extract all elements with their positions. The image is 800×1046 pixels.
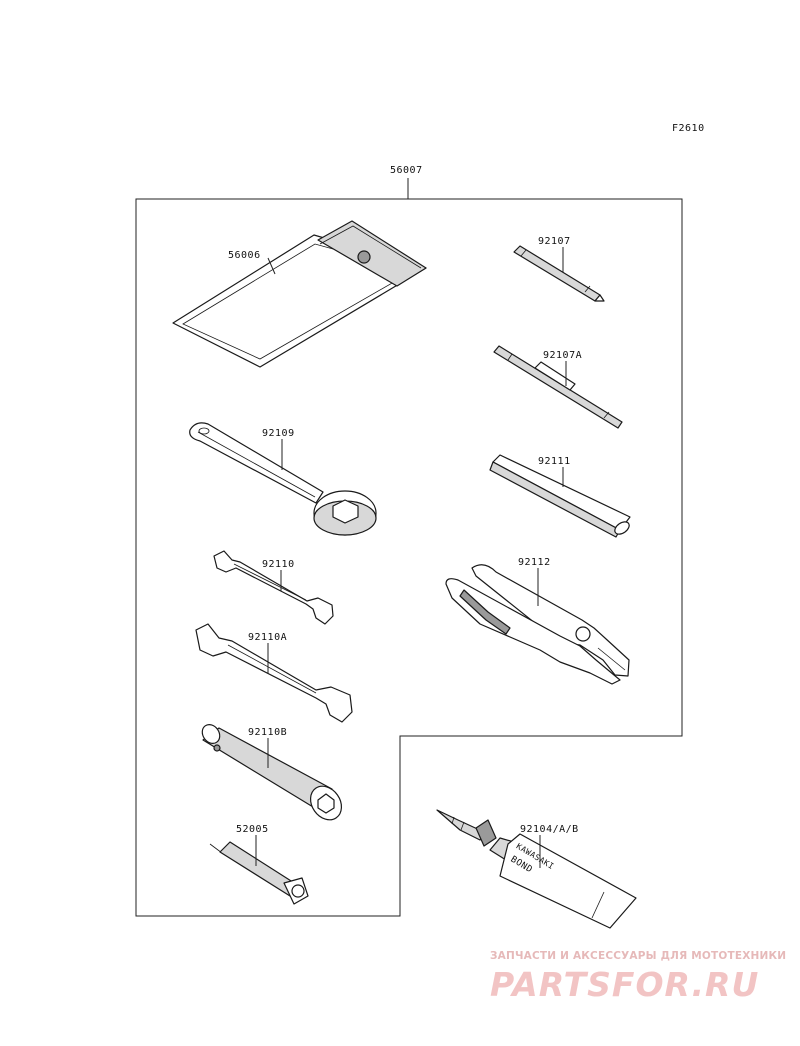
kit-boundary [135, 198, 683, 917]
label-wrench-a: 92110A [248, 632, 287, 643]
figure-code: F2610 [672, 123, 705, 134]
label-bond-tube: 92104/A/B [520, 824, 579, 835]
tool-bag-drawing [172, 220, 427, 368]
bond-tube-drawing [436, 809, 637, 929]
label-plug-tool: 52005 [236, 824, 269, 835]
label-wrench: 92110 [262, 559, 295, 570]
label-screwdriver-a: 92107A [543, 350, 582, 361]
wrench-a-drawing [195, 623, 353, 723]
screwdriver-a-drawing [493, 345, 623, 429]
wrench-drawing [213, 550, 334, 625]
ring-spanner-drawing [189, 422, 377, 536]
watermark-logo: PARTSFOR.RU [490, 965, 760, 1004]
label-screwdriver: 92107 [538, 236, 571, 247]
handle-drawing [489, 454, 631, 538]
kit-label: 56007 [390, 165, 423, 176]
label-tool-bag: 56006 [228, 250, 261, 261]
label-pliers: 92112 [518, 557, 551, 568]
box-wrench-drawing [201, 724, 343, 821]
screwdriver-drawing [513, 245, 605, 302]
label-ring-spanner: 92109 [262, 428, 295, 439]
label-box-wrench: 92110B [248, 727, 287, 738]
pliers-drawing [445, 564, 630, 685]
label-handle: 92111 [538, 456, 571, 467]
plug-tool-drawing [209, 841, 309, 905]
watermark-tagline: ЗАПЧАСТИ И АКСЕССУАРЫ ДЛЯ МОТОТЕХНИКИ [490, 950, 787, 962]
leader-tool-bag [267, 257, 276, 275]
